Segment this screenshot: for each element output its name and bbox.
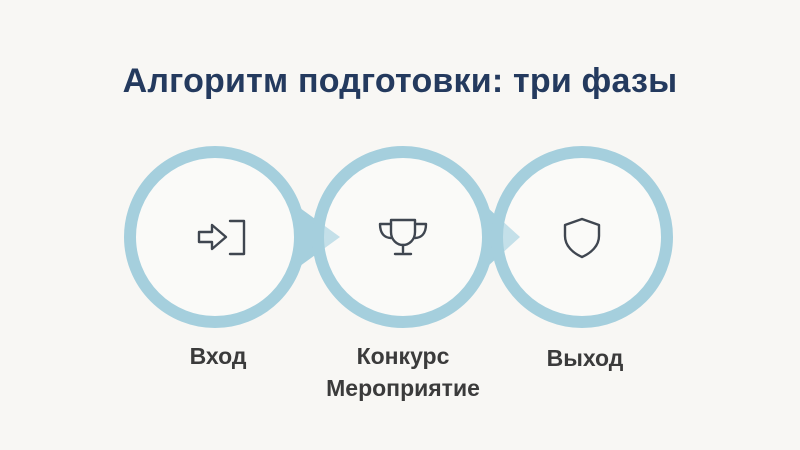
login-arrow-icon	[197, 219, 246, 256]
trophy-icon	[378, 218, 428, 256]
phase-label-3: Выход	[505, 342, 665, 374]
phase-label-2: Конкурс Мероприятие	[303, 340, 503, 404]
slide-title: Алгоритм подготовки: три фазы	[122, 62, 678, 100]
phase-label-2-line-2: Мероприятие	[326, 375, 480, 401]
phase-label-3-line-1: Выход	[546, 345, 624, 371]
phase-label-2-line-1: Конкурс	[356, 343, 450, 369]
phase-label-1: Вход	[138, 340, 298, 372]
phase-label-1-line-1: Вход	[189, 343, 247, 369]
phase-ring-2	[312, 146, 520, 328]
shield-icon	[563, 217, 601, 259]
phase-ring-3	[491, 146, 673, 328]
phase-ring-1	[124, 146, 340, 328]
